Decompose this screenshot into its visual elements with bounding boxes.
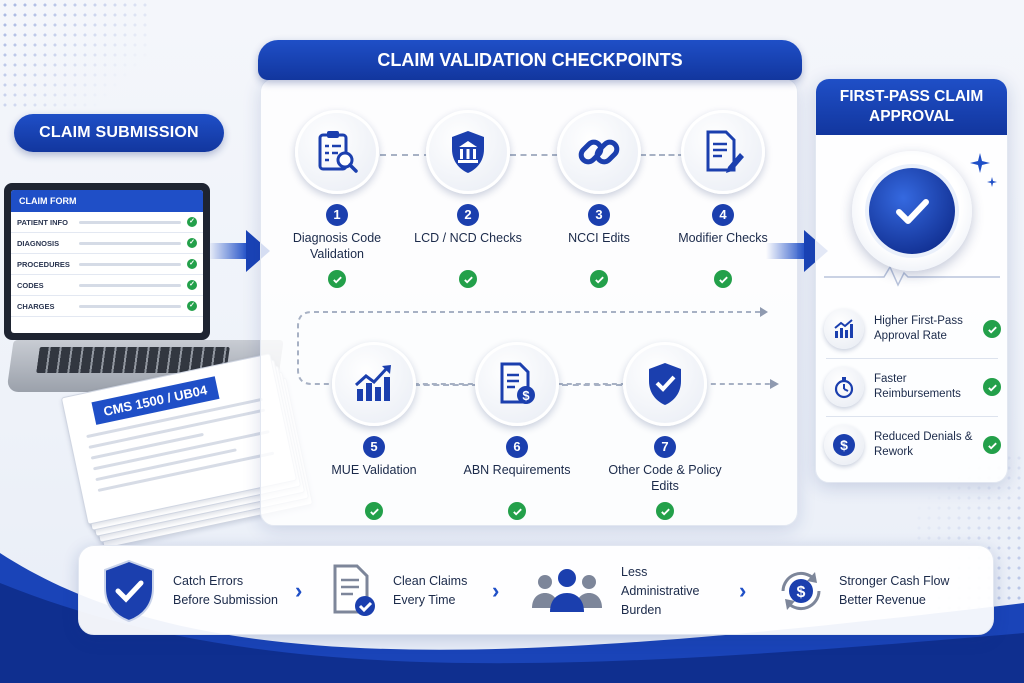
stopwatch-icon [824, 367, 864, 407]
benefit-item: $ Reduced Denials & Rework [824, 417, 1001, 473]
check-icon [983, 436, 1001, 454]
approval-panel: FIRST-PASS CLAIM APPROVAL Higher First-P… [815, 78, 1008, 483]
check-icon: ✓ [187, 238, 197, 248]
step-label: Other Code & Policy Edits [608, 463, 722, 493]
step-number: 2 [457, 204, 479, 226]
outcome-label: Stronger Cash Flow Better Revenue [839, 574, 950, 607]
step-number: 6 [506, 436, 528, 458]
check-icon: ✓ [187, 259, 197, 269]
chain-link-icon [557, 110, 641, 194]
checkpoint-step-3: 3 NCCI Edits [534, 110, 664, 288]
step-number: 3 [588, 204, 610, 226]
sparkle-icon [970, 153, 997, 187]
step-number: 7 [654, 436, 676, 458]
benefit-item: Faster Reimbursements [824, 359, 1001, 415]
growth-chart-icon [332, 342, 416, 426]
benefit-item: Higher First-Pass Approval Rate [824, 301, 1001, 357]
approval-title: FIRST-PASS CLAIM APPROVAL [816, 79, 1007, 135]
step-number: 5 [363, 436, 385, 458]
decorative-dots [0, 0, 150, 110]
outcome-label: Less Administrative Burden [621, 564, 700, 617]
check-icon [714, 270, 732, 288]
step-label: Diagnosis Code Validation [292, 231, 382, 261]
form-row: DIAGNOSIS✓ [11, 233, 203, 254]
check-icon [590, 270, 608, 288]
connector-path [297, 307, 779, 389]
laptop-illustration: CLAIM FORM PATIENT INFO✓ DIAGNOSIS✓ PROC… [4, 183, 284, 398]
claim-submission-label: CLAIM SUBMISSION [14, 114, 224, 152]
svg-text:$: $ [840, 437, 848, 453]
check-icon [508, 502, 526, 520]
checkpoints-title: CLAIM VALIDATION CHECKPOINTS [258, 40, 802, 80]
step-label: LCD / NCD Checks [414, 231, 522, 245]
checkpoint-step-5: 5 MUE Validation [309, 342, 439, 520]
shield-check-icon [623, 342, 707, 426]
clipboard-search-icon [295, 110, 379, 194]
cms-form-title: CMS 1500 / UB04 [91, 376, 220, 425]
step-label: NCCI Edits [568, 231, 630, 245]
dollar-icon: $ [824, 425, 864, 465]
svg-text:$: $ [797, 584, 806, 601]
document-pen-icon [681, 110, 765, 194]
chevron-right-icon: › [492, 578, 500, 603]
check-icon [983, 320, 1001, 338]
checkpoint-step-1: 1 Diagnosis Code Validation [272, 110, 402, 288]
check-icon [459, 270, 477, 288]
document-dollar-icon: $ [475, 342, 559, 426]
outcome-item: Clean Claims Every Time [329, 546, 499, 636]
outcome-item: $ Stronger Cash Flow Better Revenue [773, 546, 978, 636]
approval-check-icon [852, 151, 972, 271]
checkpoint-step-2: 2 LCD / NCD Checks [403, 110, 533, 288]
step-label: MUE Validation [331, 463, 417, 477]
benefit-label: Faster Reimbursements [874, 373, 961, 400]
people-icon [532, 569, 602, 612]
check-icon [983, 378, 1001, 396]
outcomes-bar: Catch Errors Before Submission › Clean C… [78, 545, 994, 635]
divider [826, 358, 998, 359]
divider [826, 416, 998, 417]
form-row: PROCEDURES✓ [11, 254, 203, 275]
connector-line [510, 154, 558, 156]
benefit-label: Higher First-Pass Approval Rate [874, 315, 963, 342]
laptop-screen: CLAIM FORM PATIENT INFO✓ DIAGNOSIS✓ PROC… [4, 183, 210, 340]
shield-building-icon [426, 110, 510, 194]
connector-line [640, 154, 684, 156]
connector-line [562, 384, 622, 386]
check-icon: ✓ [187, 217, 197, 227]
check-icon [656, 502, 674, 520]
check-icon [328, 270, 346, 288]
arrow-right-icon [208, 230, 270, 272]
form-row: PATIENT INFO✓ [11, 212, 203, 233]
form-row: CHARGES✓ [11, 296, 203, 317]
background-wave [0, 553, 1024, 683]
connector-line [380, 154, 430, 156]
outcome-item: Less Administrative Burden [527, 546, 727, 636]
check-icon: ✓ [187, 280, 197, 290]
checkpoint-step-4: 4 Modifier Checks [658, 110, 788, 288]
check-icon: ✓ [187, 301, 197, 311]
step-label: ABN Requirements [463, 463, 571, 477]
bar-chart-icon [824, 309, 864, 349]
checkpoint-step-7: 7 Other Code & Policy Edits [600, 342, 730, 520]
benefit-label: Reduced Denials & Rework [874, 431, 973, 458]
check-icon [365, 502, 383, 520]
step-label: Modifier Checks [678, 231, 768, 245]
outcome-label: Catch Errors Before Submission [173, 574, 278, 607]
checkpoint-step-6: $ 6 ABN Requirements [452, 342, 582, 520]
step-number: 1 [326, 204, 348, 226]
chevron-right-icon: › [739, 578, 747, 603]
step-number: 4 [712, 204, 734, 226]
chevron-right-icon: › [295, 578, 303, 603]
claim-form-title: CLAIM FORM [11, 190, 203, 212]
svg-text:$: $ [522, 388, 530, 403]
heartbeat-line [824, 265, 1000, 287]
outcome-item: Catch Errors Before Submission [99, 546, 299, 636]
form-row: CODES✓ [11, 275, 203, 296]
shield-check-icon [104, 559, 154, 623]
dollar-cycle-icon: $ [781, 571, 821, 611]
document-check-icon [333, 564, 375, 616]
connector-line [414, 384, 478, 386]
outcome-label: Clean Claims Every Time [393, 574, 468, 607]
